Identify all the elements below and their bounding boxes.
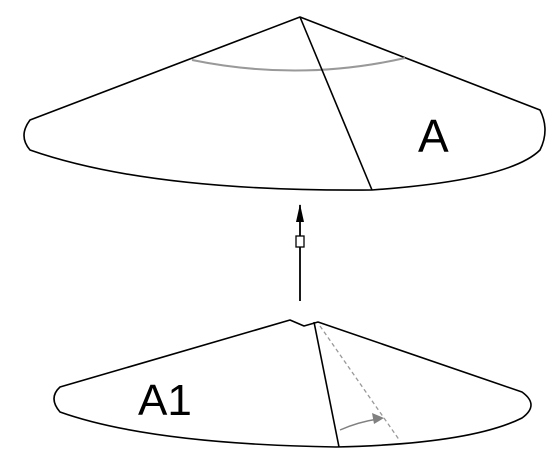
label-a: A (418, 110, 449, 162)
upper-cone-a: A (23, 16, 546, 191)
connector-arrow-icon (295, 204, 305, 301)
label-a1: A1 (138, 376, 192, 425)
lower-cone-outline (53, 319, 532, 448)
rotation-arrowhead-icon (372, 413, 384, 424)
lower-cone-a1: A1 (53, 319, 532, 448)
lower-cone-seam-line (313, 321, 340, 448)
connector-arrowhead-icon (296, 204, 304, 222)
upper-cone-hidden-arc (191, 57, 406, 72)
lower-cone-dashed-fold-line (319, 325, 401, 442)
rotation-arrow-icon (339, 418, 379, 431)
upper-cone-outline (23, 16, 546, 191)
connector-box-icon (295, 235, 305, 248)
upper-cone-seam-line (299, 16, 373, 191)
